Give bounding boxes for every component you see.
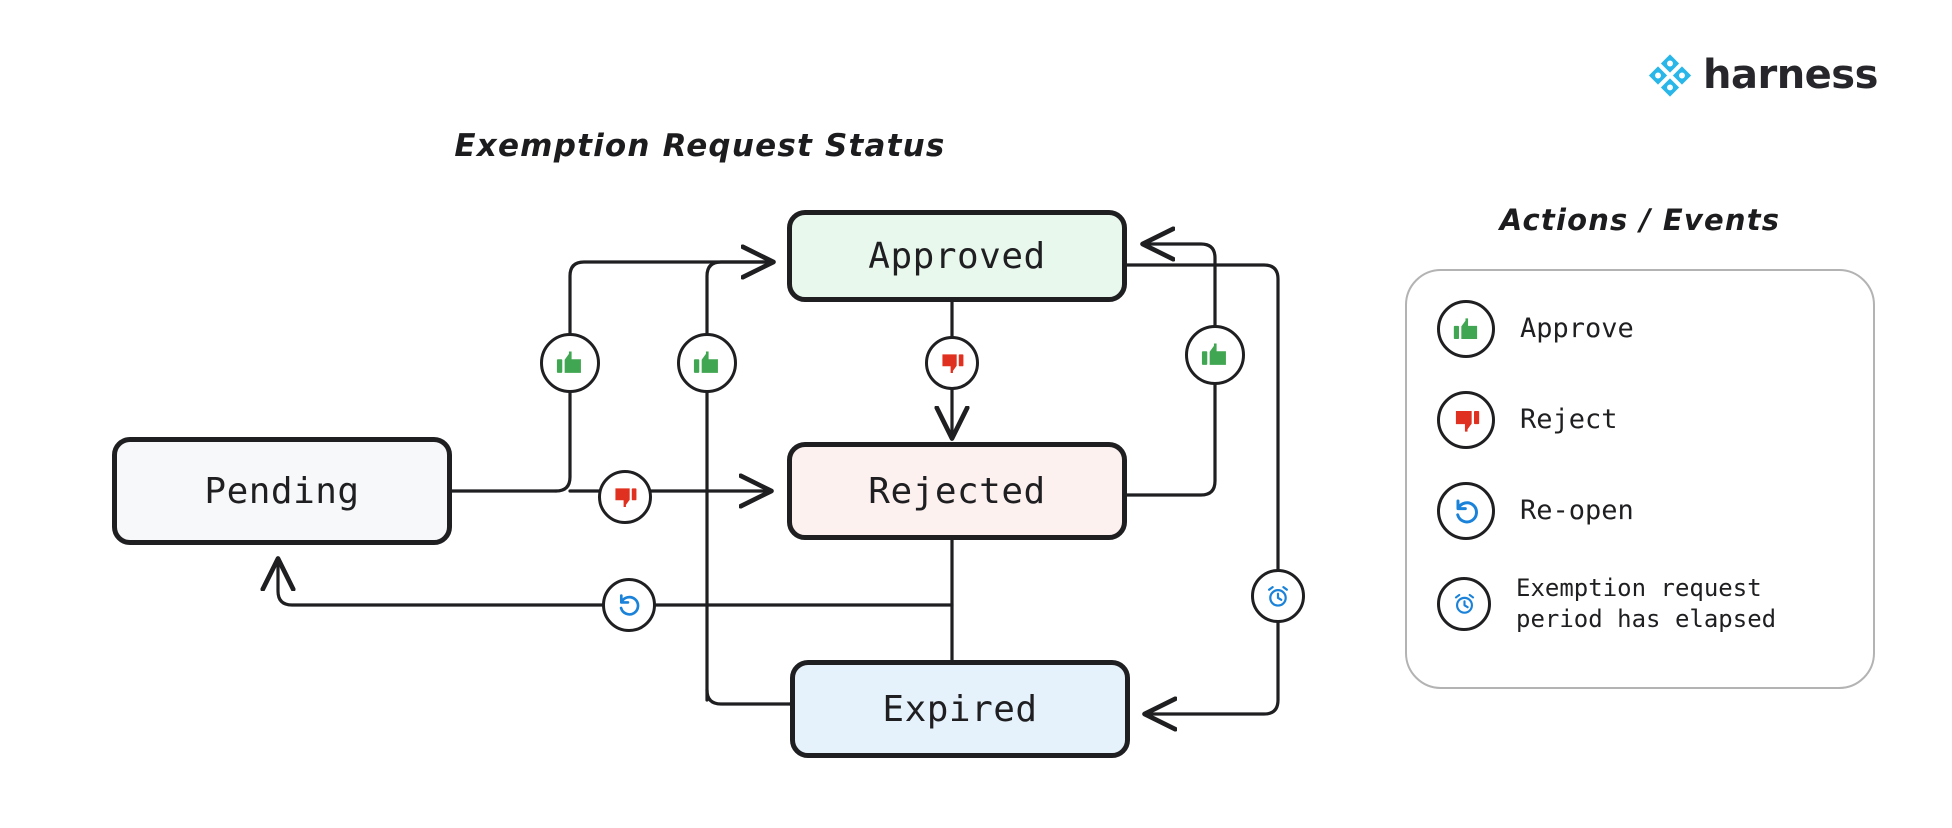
state-node-pending[interactable]: Pending: [112, 437, 452, 545]
thumbs-up-icon: [1453, 317, 1477, 339]
legend-reject-badge: [1437, 391, 1495, 449]
legend-item-elapsed[interactable]: Exemption request period has elapsed: [1437, 573, 1867, 634]
edge-badge-approve-pending[interactable]: [540, 333, 600, 393]
legend-title: Actions / Events: [1499, 203, 1781, 237]
legend-label-reject: Reject: [1520, 403, 1618, 435]
reopen-icon: [1455, 499, 1478, 523]
harness-diamond-logo-icon: [1648, 54, 1692, 97]
edge-badge-reopen[interactable]: [602, 578, 656, 632]
edge-badge-elapsed-approved[interactable]: [1251, 569, 1305, 623]
thumbs-up-icon: [556, 351, 581, 373]
edge-expired-left-stub: [705, 688, 792, 706]
state-node-approved[interactable]: Approved: [787, 210, 1127, 302]
legend-list: Approve Reject: [1437, 300, 1867, 634]
edge-badge-approve-expired[interactable]: [677, 333, 737, 393]
state-node-expired[interactable]: Expired: [790, 660, 1130, 758]
legend-approve-badge: [1437, 300, 1495, 358]
thumbs-down-icon: [615, 488, 637, 508]
legend-item-reopen[interactable]: Re-open: [1437, 482, 1867, 540]
legend-item-approve[interactable]: Approve: [1437, 300, 1867, 358]
state-label-rejected: Rejected: [868, 470, 1046, 512]
legend-label-elapsed: Exemption request period has elapsed: [1516, 574, 1777, 633]
state-label-approved: Approved: [868, 235, 1046, 277]
alarm-clock-icon: [1268, 586, 1288, 607]
legend-label-approve: Approve: [1520, 312, 1634, 344]
reopen-icon: [619, 594, 640, 616]
legend-reopen-badge: [1437, 482, 1495, 540]
edge-expired-to-approved: [705, 262, 772, 702]
legend-elapsed-badge: [1437, 576, 1491, 631]
state-label-expired: Expired: [882, 688, 1038, 730]
legend-label-reopen: Re-open: [1520, 494, 1634, 526]
edge-badge-reject-approved[interactable]: [925, 336, 979, 390]
brand-wordmark: harness: [1703, 52, 1878, 98]
legend-item-reject[interactable]: Reject: [1437, 391, 1867, 449]
thumbs-up-icon: [693, 351, 718, 373]
thumbs-up-icon: [1201, 343, 1226, 365]
diagram-title: Exemption Request Status: [454, 128, 946, 164]
thumbs-down-icon: [942, 354, 964, 374]
thumbs-down-icon: [1455, 410, 1479, 432]
harness-logo: harness: [1647, 52, 1878, 98]
edge-badge-reject-pending[interactable]: [598, 470, 652, 524]
state-node-rejected[interactable]: Rejected: [787, 442, 1127, 540]
edge-badge-approve-rejected[interactable]: [1185, 325, 1245, 385]
alarm-clock-icon: [1454, 594, 1474, 615]
state-label-pending: Pending: [204, 470, 360, 512]
